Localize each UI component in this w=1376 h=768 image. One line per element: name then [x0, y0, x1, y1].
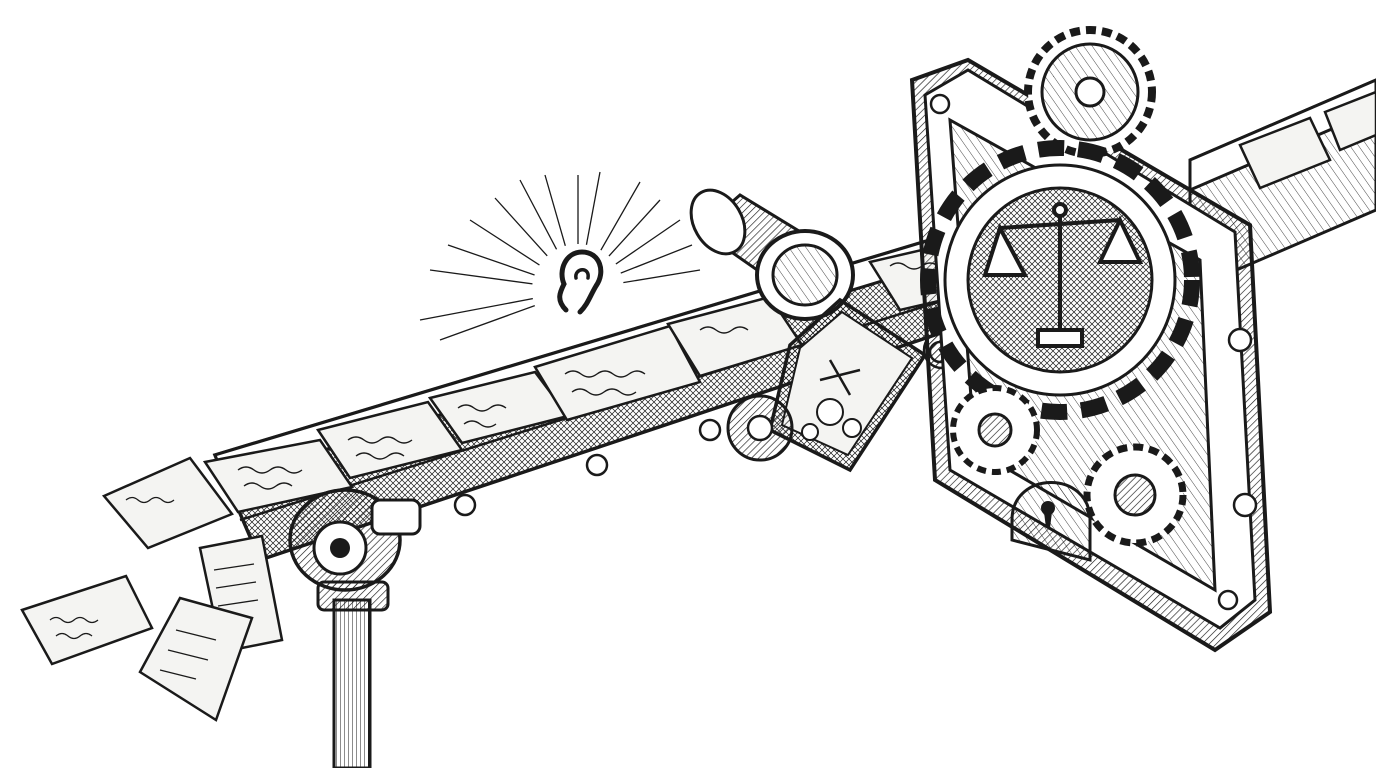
- gear-icon: [1024, 26, 1156, 158]
- gear-icon: [950, 385, 1187, 547]
- judgement-machine: [909, 26, 1273, 653]
- magnifying-lens-icon: [689, 188, 855, 321]
- sorting-tag: [767, 297, 928, 473]
- gear-icon: [801, 398, 862, 441]
- keyhole-icon: [1010, 481, 1092, 562]
- scales-of-justice-icon: [982, 202, 1144, 348]
- drive-roller: [288, 488, 422, 592]
- support-leg: [316, 580, 390, 768]
- ear-icon: [532, 244, 624, 336]
